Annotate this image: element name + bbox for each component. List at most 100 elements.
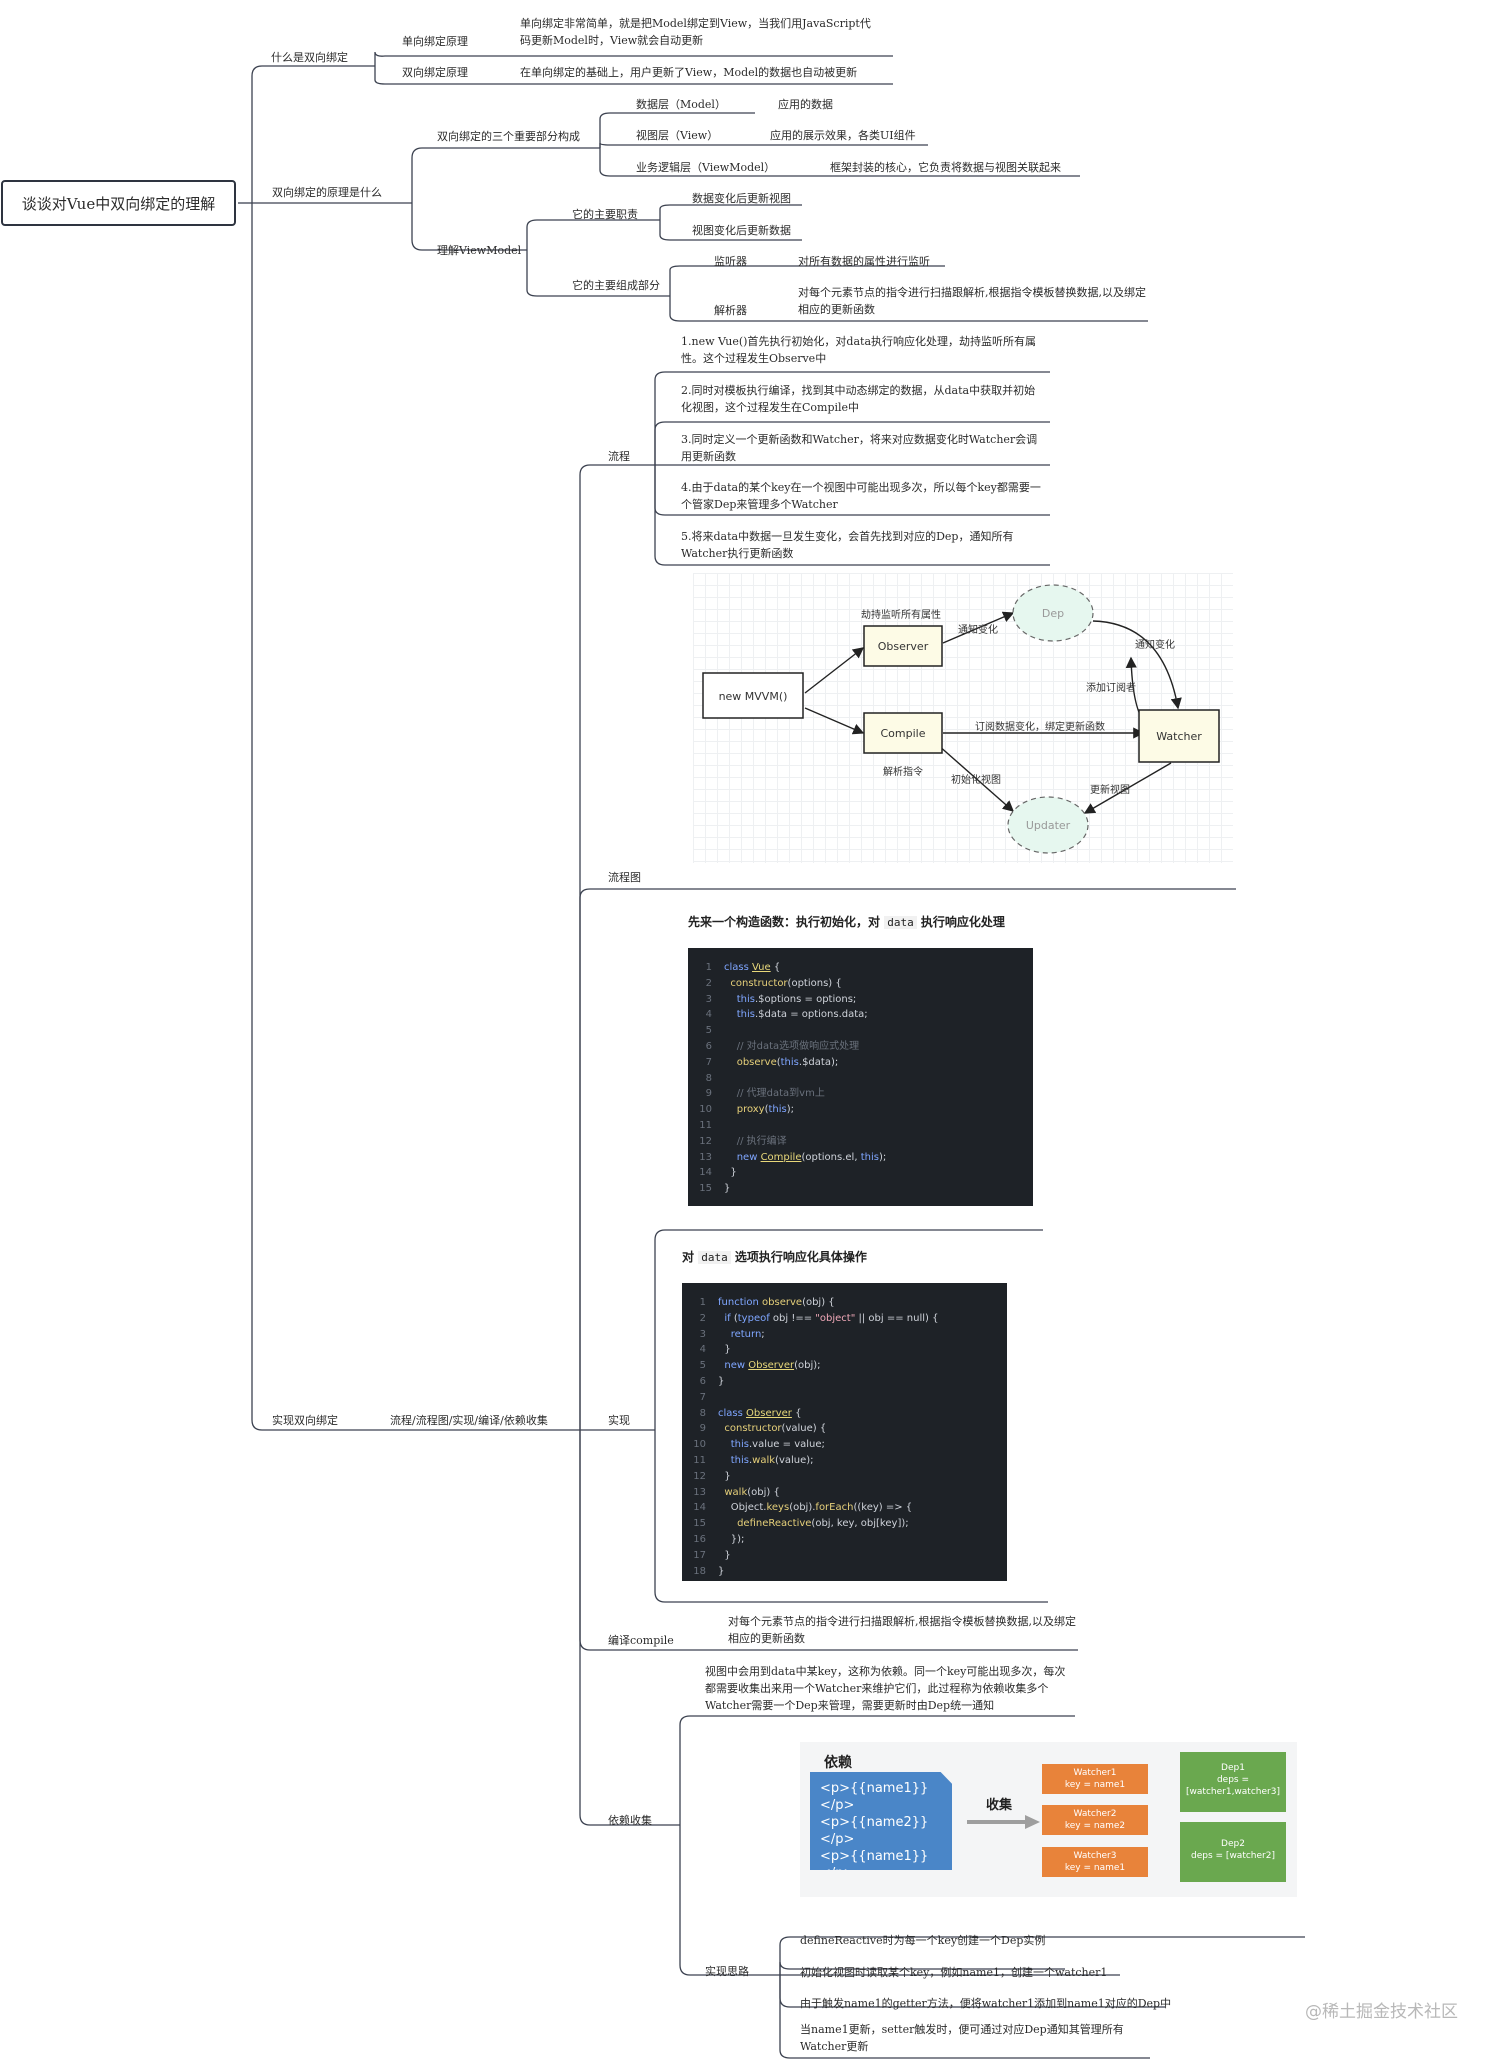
code2-line-number: 16	[693, 1533, 706, 1545]
topic-view-layer[interactable]: 视图层（View）	[636, 129, 719, 142]
topic-view-desc[interactable]: 应用的展示效果，各类UI组件	[770, 129, 916, 142]
code2-line-9: 9 constructor(value) {	[682, 1421, 1007, 1437]
idea-4[interactable]: 当name1更新，setter触发时，便可通过对应Dep通知其管理所有Watch…	[800, 2023, 1124, 2053]
topic-listener-desc[interactable]: 对所有数据的属性进行监听	[798, 255, 930, 268]
topic-principle[interactable]: 双向绑定的原理是什么	[272, 186, 382, 199]
code1-line-text: }	[724, 1183, 731, 1195]
code2-line-number: 3	[699, 1328, 706, 1340]
topic-implement-binding[interactable]: 实现双向绑定	[272, 1414, 338, 1427]
flow-step-5[interactable]: 5.将来data中数据一旦发生变化，会首先找到对应的Dep，通知所有Watche…	[681, 530, 1014, 560]
code1-line-number: 15	[699, 1183, 712, 1195]
code1-line-text: this.$options = options;	[736, 993, 857, 1005]
code1-line-text: // 执行编译	[724, 1135, 787, 1147]
template-line-2: <p>{{name2}}</p>	[820, 1815, 929, 1847]
label-subscribe-data: 订阅数据变化，绑定更新函数	[975, 720, 1105, 733]
code1-line-number: 14	[699, 1167, 712, 1179]
topic-model-desc[interactable]: 应用的数据	[778, 98, 833, 111]
topic-implementation[interactable]: 实现	[608, 1414, 630, 1427]
code1-line-8: 8	[688, 1071, 1033, 1087]
topic-viewmodel-desc[interactable]: 框架封装的核心，它负责将数据与视图关联起来	[830, 161, 1061, 174]
code2-line-number: 11	[693, 1454, 706, 1466]
flow-step-1[interactable]: 1.new Vue()首先执行初始化，对data执行响应化处理，劫持监听所有属性…	[681, 335, 1036, 365]
code2-line-number: 5	[699, 1360, 706, 1372]
node-watcher-label: Watcher	[1156, 730, 1202, 743]
code1-line-number: 2	[705, 977, 712, 989]
compile-desc[interactable]: 对每个元素节点的指令进行扫描跟解析,根据指令模板替换数据,以及绑定相应的更新函数	[728, 1615, 1076, 1645]
code2-line-text: if (typeof obj !== "object" || obj == nu…	[724, 1312, 939, 1324]
root-topic[interactable]: 谈谈对Vue中双向绑定的理解	[1, 180, 236, 226]
idea-2[interactable]: 初始化视图时读取某个key，例如name1，创建一个watcher1	[800, 1966, 1108, 1979]
topic-parser[interactable]: 解析器	[714, 304, 747, 317]
topic-parser-desc[interactable]: 对每个元素节点的指令进行扫描跟解析,根据指令模板替换数据,以及绑定相应的更新函数	[798, 286, 1146, 316]
code2-line-text: }	[718, 1565, 725, 1577]
template-line-3: <p>{{name1}}</p>	[820, 1849, 929, 1881]
code1-line-9: 9 // 代理data到vm上	[688, 1086, 1033, 1102]
node-observer-label: Observer	[878, 640, 929, 653]
topic-one-way-desc[interactable]: 单向绑定非常简单，就是把Model绑定到View，当我们用JavaScript代…	[520, 17, 871, 47]
topic-what-is-binding[interactable]: 什么是双向绑定	[271, 51, 348, 64]
topic-understand-viewmodel[interactable]: 理解ViewModel	[437, 244, 522, 257]
watcher1-title: Watcher1	[1073, 1768, 1117, 1778]
topic-main-duty[interactable]: 它的主要职责	[572, 208, 638, 221]
topic-implement-sub[interactable]: 流程/流程图/实现/编译/依赖收集	[390, 1414, 548, 1427]
dep-fig-title: 依赖	[824, 1755, 852, 1771]
flow-step-4[interactable]: 4.由于data的某个key在一个视图中可能出现多次，所以每个key都需要一个管…	[681, 481, 1041, 511]
node-updater-label: Updater	[1026, 819, 1071, 832]
topic-flowchart[interactable]: 流程图	[608, 871, 641, 884]
topic-model-layer[interactable]: 数据层（Model）	[636, 98, 726, 111]
topic-two-way-principle[interactable]: 双向绑定原理	[402, 66, 468, 79]
collect-label: 收集	[986, 1798, 1013, 1813]
topic-viewmodel-layer[interactable]: 业务逻辑层（ViewModel）	[636, 161, 776, 174]
topic-listener[interactable]: 监听器	[714, 255, 747, 268]
code2-line-number: 1	[699, 1297, 706, 1308]
code2-line-3: 3 return;	[682, 1327, 1007, 1343]
node-updater: Updater	[1007, 796, 1089, 854]
flow-step-2[interactable]: 2.同时对模板执行编译，找到其中动态绑定的数据，从data中获取并初始化视图，这…	[681, 384, 1036, 414]
code2-line-2: 2 if (typeof obj !== "object" || obj == …	[682, 1311, 1007, 1327]
topic-dependency-collection[interactable]: 依赖收集	[608, 1814, 652, 1827]
topic-duty-2[interactable]: 视图变化后更新数据	[692, 224, 791, 237]
code1-line-number: 8	[705, 1072, 712, 1084]
topic-main-parts[interactable]: 它的主要组成部分	[572, 279, 660, 292]
code2-line-number: 7	[699, 1391, 706, 1403]
node-new-mvvm: new MVVM()	[702, 672, 804, 719]
code2-line-15: 15 defineReactive(obj, key, obj[key]);	[682, 1516, 1007, 1532]
label-hijack: 劫持监听所有属性	[861, 608, 941, 621]
topic-impl-idea[interactable]: 实现思路	[705, 1965, 749, 1978]
code2-line-text: walk(obj) {	[724, 1486, 780, 1498]
code1-line-13: 13 new Compile(options.el, this);	[688, 1150, 1033, 1166]
idea-3[interactable]: 由于触发name1的getter方法，便将watcher1添加到name1对应的…	[800, 1997, 1172, 2010]
topic-one-way-principle[interactable]: 单向绑定原理	[402, 35, 468, 48]
code2-line-text: return;	[730, 1328, 765, 1340]
dependency-desc[interactable]: 视图中会用到data中某key，这称为依赖。同一个key可能出现多次，每次都需要…	[705, 1665, 1066, 1712]
code2-line-number: 18	[693, 1565, 706, 1577]
code2-line-text: defineReactive(obj, key, obj[key]);	[737, 1518, 909, 1530]
topic-three-parts[interactable]: 双向绑定的三个重要部分构成	[437, 130, 580, 143]
topic-compile[interactable]: 编译compile	[608, 1634, 674, 1647]
flow-step-3[interactable]: 3.同时定义一个更新函数和Watcher，将来对应数据变化时Watcher会调用…	[681, 433, 1038, 463]
dep2-title: Dep2	[1221, 1839, 1245, 1849]
code2-line-7: 7	[682, 1390, 1007, 1406]
topic-flow[interactable]: 流程	[608, 450, 630, 463]
idea-1[interactable]: defineReactive时为每一个key创建一个Dep实例	[800, 1934, 1046, 1947]
code2-line-text: Object.keys(obj).forEach((key) => {	[718, 1502, 913, 1514]
code1-line-15: 15}	[688, 1181, 1033, 1197]
label-init-view: 初始化视图	[951, 773, 1001, 786]
node-compile-label: Compile	[881, 727, 926, 740]
watcher2-key: key = name2	[1064, 1821, 1126, 1831]
code2-line-16: 16 });	[682, 1532, 1007, 1548]
code1-line-11: 11	[688, 1118, 1033, 1134]
topic-two-way-desc[interactable]: 在单向绑定的基础上，用户更新了View，Model的数据也自动被更新	[520, 66, 858, 79]
code1-line-number: 11	[699, 1119, 712, 1131]
watcher3-title: Watcher3	[1073, 1851, 1117, 1861]
code1-line-number: 12	[699, 1135, 712, 1147]
code2-line-number: 8	[699, 1407, 706, 1419]
code1-line-3: 3 this.$options = options;	[688, 992, 1033, 1008]
topic-duty-1[interactable]: 数据变化后更新视图	[692, 192, 791, 205]
